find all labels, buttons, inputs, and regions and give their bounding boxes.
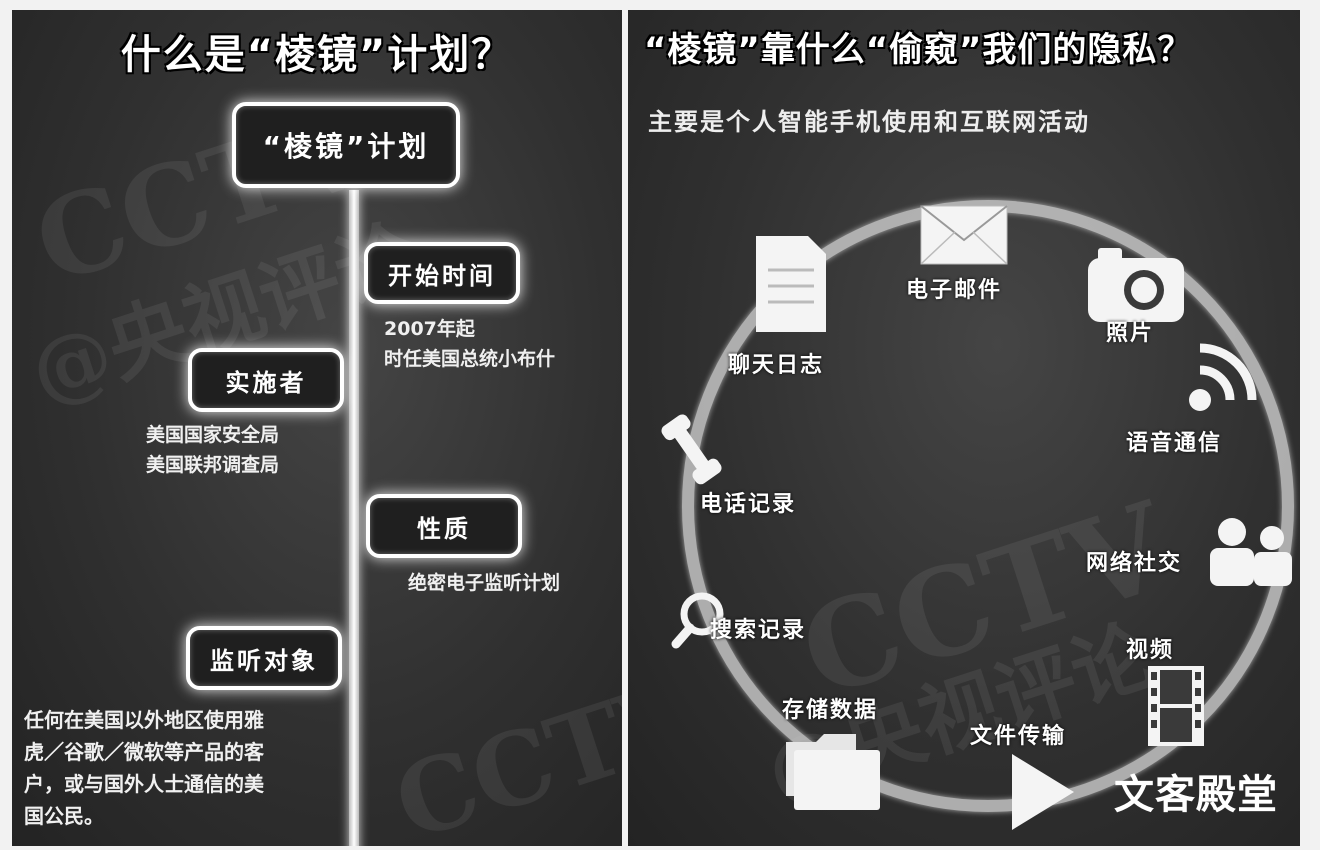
right-subtitle: 主要是个人智能手机使用和互联网活动 (648, 108, 1090, 136)
label-photo: 照片 (1106, 321, 1155, 346)
label-social: 网络社交 (1086, 551, 1183, 576)
label-video: 视频 (1126, 638, 1175, 663)
left-panel: CCTV @央视评论 CCTV 什么是“棱镜”计划？ “棱镜”计划 开始时间 2… (12, 10, 622, 846)
nature-box: 性质 (366, 494, 522, 558)
implementer-text: 美国国家安全局 美国联邦调查局 (146, 424, 280, 476)
prism-plan-box: “棱镜”计划 (232, 102, 460, 188)
targets-box: 监听对象 (186, 626, 342, 690)
play-icon (1012, 754, 1074, 830)
label-voice: 语音通信 (1126, 431, 1223, 456)
right-panel: CCTV @央视评论 “棱镜”靠什么“偷窥”我们的隐私？ 主要是个人智能手机使用… (628, 10, 1300, 846)
timeline-line (349, 190, 359, 846)
label-storage: 存储数据 (782, 698, 879, 723)
envelope-icon (920, 205, 1008, 265)
start-time-box: 开始时间 (364, 242, 520, 304)
right-title: “棱镜”靠什么“偷窥”我们的隐私？ (644, 30, 1193, 70)
start-time-text: 2007年起 时任美国总统小布什 (384, 318, 556, 370)
label-email: 电子邮件 (906, 278, 1003, 303)
corner-watermark: 文客殿堂 (1114, 772, 1278, 818)
document-icon (756, 236, 826, 332)
film-icon (1148, 666, 1204, 746)
implementer-box: 实施者 (188, 348, 344, 412)
folder-icon (786, 734, 880, 810)
label-search: 搜索记录 (710, 618, 807, 643)
phone-icon (661, 414, 722, 485)
watermark-cctv-bottom: CCTV (381, 654, 622, 846)
magnifier-icon (671, 592, 724, 649)
left-title: 什么是“棱镜”计划？ (120, 32, 514, 78)
label-chat: 聊天日志 (728, 353, 825, 378)
targets-text: 任何在美国以外地区使用雅 虎／谷歌／微软等产品的客 户，或与国外人士通信的美 国… (24, 708, 264, 828)
label-phone: 电话记录 (700, 492, 797, 517)
people-icon (1210, 518, 1292, 586)
label-file: 文件传输 (970, 724, 1067, 749)
wifi-icon (1189, 343, 1257, 411)
camera-icon (1088, 248, 1184, 322)
data-cycle-diagram (661, 200, 1294, 830)
nature-text: 绝密电子监听计划 (408, 572, 561, 594)
